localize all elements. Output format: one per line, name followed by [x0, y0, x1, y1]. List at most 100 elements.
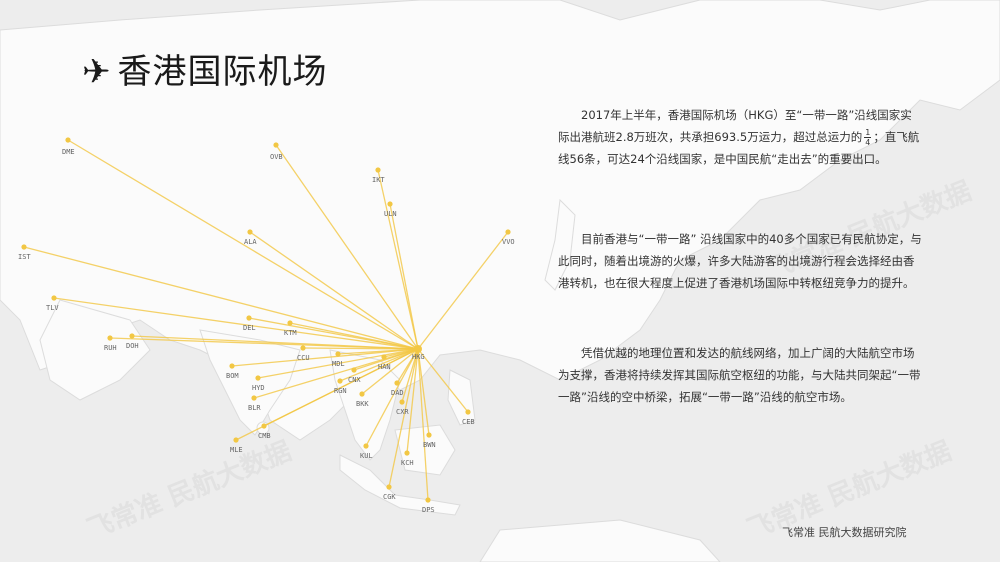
paragraph-2: 目前香港与“一带一路” 沿线国家中的40多个国家已有民航协定，与此同时，随着出境…: [558, 232, 922, 290]
airport-point-doh: [129, 333, 135, 339]
airport-label-blr: BLR: [248, 404, 261, 412]
footer-source: 飞常准 民航大数据研究院: [782, 526, 907, 539]
route-line-dps: [417, 348, 429, 501]
airport-label-cxr: CXR: [396, 408, 409, 416]
land-japan: [544, 198, 576, 291]
airport-point-cxr: [399, 399, 405, 405]
route-line-uln: [389, 203, 419, 350]
route-line-bkk: [361, 348, 419, 395]
airport-point-ruh: [107, 335, 113, 341]
route-line-mle: [235, 348, 419, 441]
airport-label-doh: DOH: [126, 342, 139, 350]
airport-point-ccu: [300, 345, 306, 351]
route-line-dme: [67, 139, 419, 350]
airplane-icon: ✈: [82, 52, 112, 92]
airport-label-han: HAN: [378, 363, 391, 371]
airport-label-ruh: RUH: [104, 344, 117, 352]
airport-label-cgk: CGK: [383, 493, 396, 501]
airport-point-ovb: [273, 142, 279, 148]
airport-label-rgn: RGN: [334, 387, 347, 395]
airport-point-bkk: [359, 391, 365, 397]
airport-label-dps: DPS: [422, 506, 435, 514]
airport-point-cgk: [386, 484, 392, 490]
airport-point-hyd: [255, 375, 261, 381]
airport-label-del: DEL: [243, 324, 256, 332]
airport-label-kch: KCH: [401, 459, 414, 467]
airport-label-ovb: OVB: [270, 153, 283, 161]
airport-point-bwn: [426, 432, 432, 438]
airport-point-dps: [425, 497, 431, 503]
airport-label-ceb: CEB: [462, 418, 475, 426]
airport-point-dad: [394, 380, 400, 386]
route-line-bom: [231, 348, 419, 367]
airport-point-cnx: [351, 367, 357, 373]
airport-label-ala: ALA: [244, 238, 257, 246]
title-text: 香港国际机场: [117, 52, 328, 92]
fraction-numerator: 1: [864, 128, 872, 138]
airport-label-ktm: KTM: [284, 329, 297, 337]
airport-label-tlv: TLV: [46, 304, 59, 312]
airport-label-ccu: CCU: [297, 354, 310, 362]
paragraph-1-text-b: ；直飞航线56条，可达24个沿线国家，是中国民航“走出去”的重要出口。: [558, 130, 920, 166]
page-title: ✈香港国际机场: [82, 44, 328, 93]
route-line-doh: [131, 335, 419, 350]
airport-point-vvo: [505, 229, 511, 235]
paragraph-1-text-a: 2017年上半年，香港国际机场（HKG）至“一带一路”沿线国家实际出港航班2.8…: [558, 108, 912, 144]
route-line-blr: [253, 348, 419, 399]
airport-label-hyd: HYD: [252, 384, 265, 392]
airport-point-mle: [233, 437, 239, 443]
fraction-denominator: 4: [865, 138, 871, 147]
airport-label-mle: MLE: [230, 446, 243, 454]
airport-label-bwn: BWN: [423, 441, 436, 449]
airport-label-hkg: HKG: [412, 353, 425, 361]
airport-label-dme: DME: [62, 148, 75, 156]
airport-label-cmb: CMB: [258, 432, 271, 440]
airport-point-kch: [404, 450, 410, 456]
land-eurasia: [0, 0, 1000, 441]
airport-point-cmb: [261, 423, 267, 429]
route-line-ovb: [275, 144, 419, 350]
airport-label-vvo: VVO: [502, 238, 515, 246]
airport-label-cnx: CNX: [348, 376, 361, 384]
airport-label-dad: DAD: [391, 389, 404, 397]
airport-point-han: [381, 354, 387, 360]
airport-label-mdl: MDL: [332, 360, 345, 368]
route-line-tlv: [53, 297, 419, 350]
airport-point-hkg: [414, 345, 422, 353]
airport-point-tlv: [51, 295, 57, 301]
route-line-ala: [249, 231, 419, 350]
airport-point-uln: [387, 201, 393, 207]
airport-point-dme: [65, 137, 71, 143]
route-line-cxr: [401, 348, 419, 403]
route-line-ccu: [302, 347, 419, 350]
paragraph-3: 凭借优越的地理位置和发达的航线网络，加上广阔的大陆航空市场为支撑，香港将持续发挥…: [558, 346, 921, 404]
airport-point-ist: [21, 244, 27, 250]
airport-point-ikt: [375, 167, 381, 173]
route-line-kul: [365, 348, 419, 447]
route-line-rgn: [339, 348, 419, 382]
airport-label-bom: BOM: [226, 372, 239, 380]
airport-label-bkk: BKK: [356, 400, 369, 408]
route-line-hyd: [257, 348, 419, 379]
airport-point-kul: [363, 443, 369, 449]
airport-point-blr: [251, 395, 257, 401]
airport-label-ist: IST: [18, 253, 31, 261]
airport-point-ala: [247, 229, 253, 235]
airport-point-mdl: [335, 351, 341, 357]
route-line-vvo: [417, 231, 509, 350]
airport-point-ktm: [287, 320, 293, 326]
paragraph-1: 2017年上半年，香港国际机场（HKG）至“一带一路”沿线国家实际出港航班2.8…: [558, 104, 923, 170]
airport-point-del: [246, 315, 252, 321]
land-australia: [479, 519, 721, 562]
route-line-kch: [406, 348, 419, 454]
route-line-bwn: [417, 348, 430, 436]
airport-point-ceb: [465, 409, 471, 415]
airport-point-rgn: [337, 378, 343, 384]
airport-label-ikt: IKT: [372, 176, 385, 184]
land-arabia: [39, 299, 151, 401]
route-line-cgk: [388, 348, 419, 488]
route-line-ktm: [289, 322, 419, 350]
